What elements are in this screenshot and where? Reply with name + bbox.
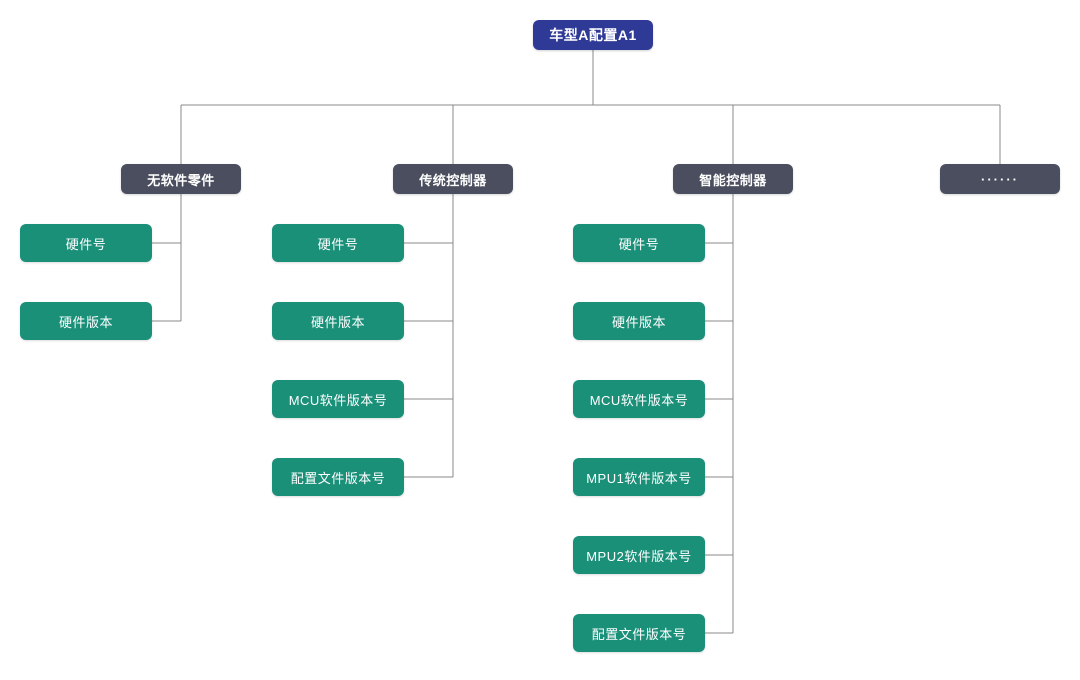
branch-node-branch-2[interactable]: 传统控制器 [393,164,513,194]
branch-node-branch-4[interactable]: ······ [940,164,1060,194]
root-node-root[interactable]: 车型A配置A1 [533,20,653,50]
leaf-node-b2-leaf-3[interactable]: MCU软件版本号 [272,380,404,418]
branch-node-branch-1[interactable]: 无软件零件 [121,164,241,194]
leaf-node-b1-leaf-2[interactable]: 硬件版本 [20,302,152,340]
leaf-node-b3-leaf-1[interactable]: 硬件号 [573,224,705,262]
leaf-node-b2-leaf-4[interactable]: 配置文件版本号 [272,458,404,496]
leaf-node-b2-leaf-1[interactable]: 硬件号 [272,224,404,262]
leaf-node-b1-leaf-1[interactable]: 硬件号 [20,224,152,262]
leaf-node-b2-leaf-2[interactable]: 硬件版本 [272,302,404,340]
leaf-node-b3-leaf-5[interactable]: MPU2软件版本号 [573,536,705,574]
leaf-node-b3-leaf-4[interactable]: MPU1软件版本号 [573,458,705,496]
branch-node-branch-3[interactable]: 智能控制器 [673,164,793,194]
leaf-node-b3-leaf-2[interactable]: 硬件版本 [573,302,705,340]
leaf-node-b3-leaf-6[interactable]: 配置文件版本号 [573,614,705,652]
leaf-node-b3-leaf-3[interactable]: MCU软件版本号 [573,380,705,418]
